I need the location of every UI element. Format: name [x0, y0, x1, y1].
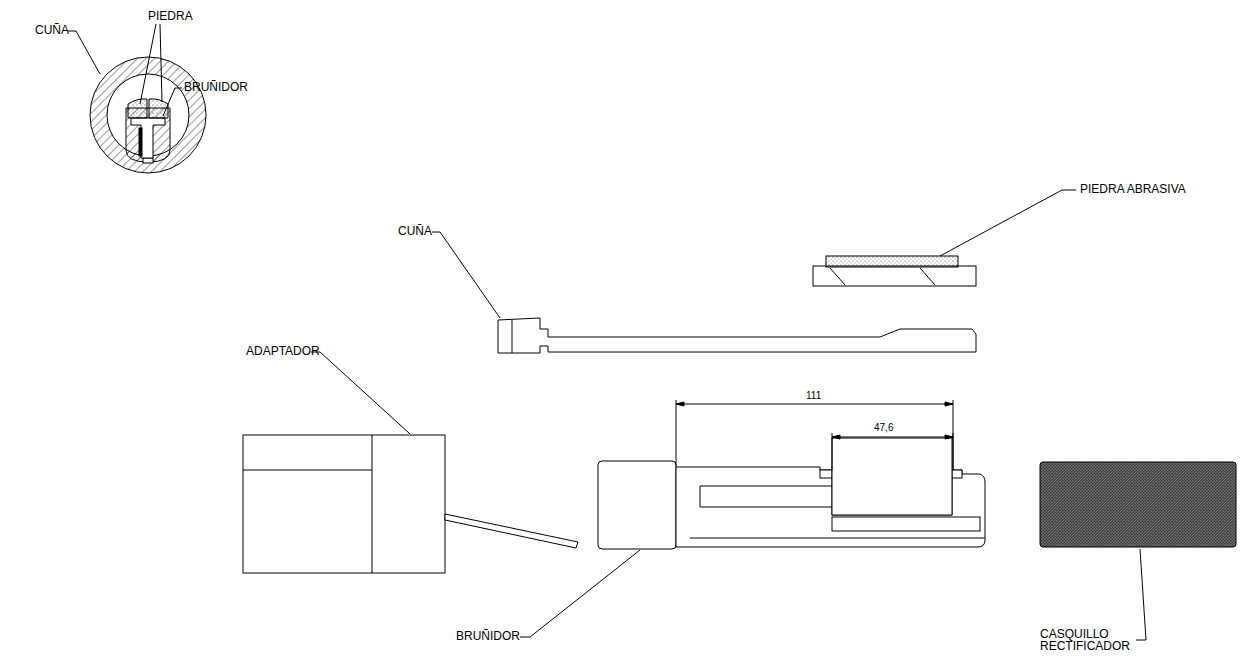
part-label: CUÑA [398, 225, 432, 238]
part-label: BRUÑIDOR [184, 81, 248, 94]
part-label: PIEDRA [148, 10, 193, 23]
dimension-label: 111 [806, 390, 821, 401]
part-label: CASQUILLO RECTIFICADOR [1040, 628, 1132, 652]
dimension-label: 47,6 [874, 422, 893, 433]
part-label: PIEDRA ABRASIVA [1080, 183, 1186, 196]
part-label: ADAPTADOR [246, 345, 320, 358]
part-label: CUÑA [35, 24, 69, 37]
part-label: BRUÑIDOR [456, 630, 520, 643]
